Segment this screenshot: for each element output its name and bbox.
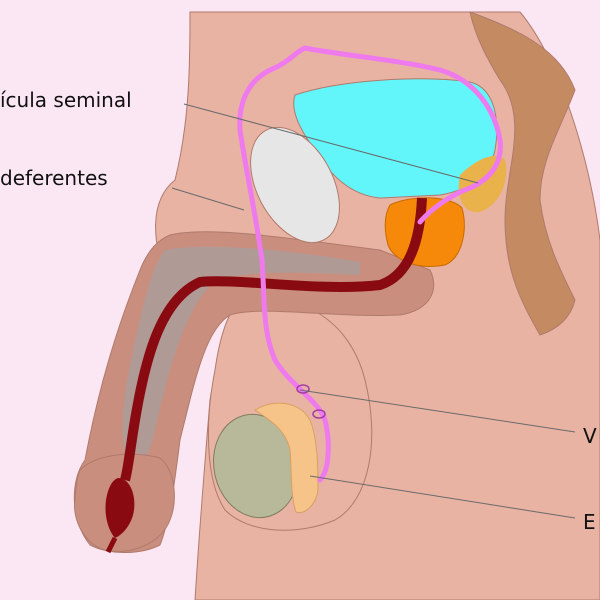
vasectomy-marks bbox=[296, 384, 326, 419]
label-vas-deferens: deferentes bbox=[0, 166, 108, 190]
corpus-cavernosum bbox=[122, 246, 360, 470]
epididymis bbox=[254, 402, 319, 514]
epididymis-leader bbox=[309, 475, 576, 519]
vas-deferens-leader bbox=[171, 187, 245, 211]
urethra bbox=[120, 197, 427, 482]
rectum bbox=[469, 11, 576, 336]
label-epididymis: E bbox=[583, 510, 596, 534]
vasectomy-leader bbox=[299, 389, 576, 433]
urethra-tip bbox=[105, 478, 135, 538]
vas-deferens bbox=[237, 45, 503, 483]
seminal-vesicle-leader bbox=[183, 103, 479, 184]
label-seminal-vesicle: ícula seminal bbox=[0, 88, 132, 112]
urethra-meatus bbox=[105, 536, 118, 554]
label-vasectomy: V bbox=[583, 424, 597, 448]
seminal-vesicle bbox=[250, 126, 340, 244]
